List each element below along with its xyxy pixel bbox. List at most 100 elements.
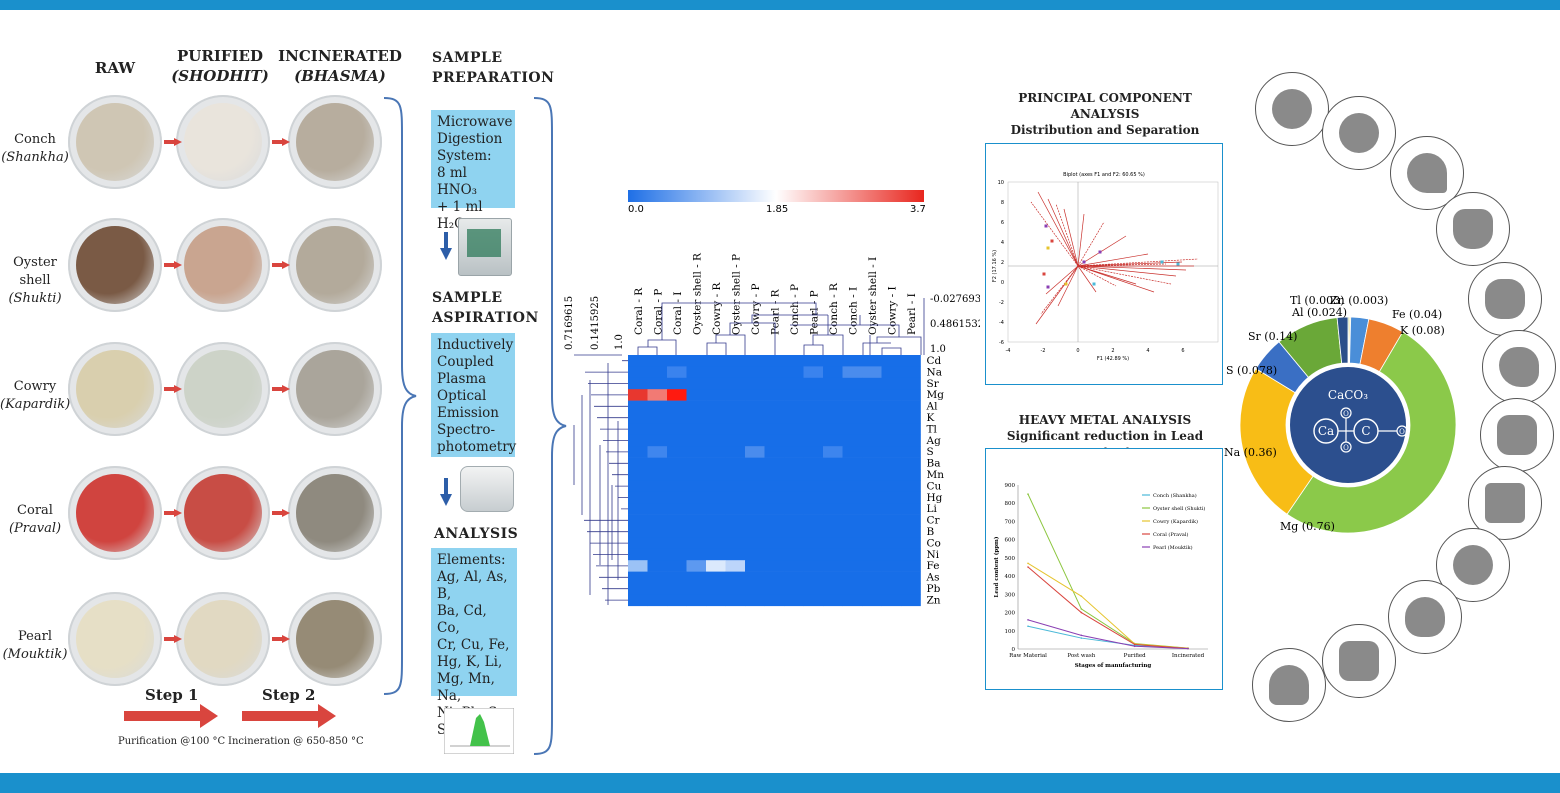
heatmap-cell-5-2 (667, 412, 687, 424)
heatmap-cell-5-7 (764, 412, 785, 424)
lead-xtick-1: Post wash (1067, 653, 1095, 659)
arrow-b-3 (272, 509, 290, 517)
heatmap-row-label-11: Cu (927, 480, 942, 492)
heatmap-cell-12-8 (784, 491, 804, 504)
heatmap-cell-10-10 (823, 469, 843, 481)
heatmap-cell-5-14 (901, 412, 921, 424)
heatmap-cell-15-7 (764, 526, 785, 538)
microwave-line-2: System: (437, 148, 492, 164)
heatmap-cell-20-0 (628, 583, 648, 595)
heatmap-cell-18-0 (628, 560, 648, 572)
heatmap-cell-6-3 (686, 423, 707, 436)
heatmap-cell-0-7 (764, 355, 785, 367)
heatmap-cell-10-7 (764, 469, 785, 481)
pca-ylabel: F2 (17.16 %) (992, 250, 998, 282)
heatmap-cell-3-7 (764, 389, 785, 401)
pca-loading-16 (1077, 265, 1155, 293)
heatmap-col-label-3: Oyster shell - R (691, 252, 703, 335)
heatmap-cell-4-4 (706, 400, 726, 413)
heatmap-cell-8-1 (647, 446, 668, 458)
heatmap-cell-20-14 (901, 583, 921, 595)
heatmap-row-label-2: Sr (927, 378, 940, 390)
heatmap-cell-10-9 (803, 469, 824, 481)
heatmap-cell-0-6 (745, 355, 765, 367)
heatmap-cell-0-5 (725, 355, 746, 367)
heatmap-cell-21-11 (842, 594, 863, 607)
step2-label: Step 2 (262, 686, 316, 704)
heatmap-cell-5-4 (706, 412, 726, 424)
blood-cells-ring (1436, 528, 1510, 602)
heatmap-cell-0-14 (901, 355, 921, 367)
pca-xtick-5: 6 (1181, 348, 1184, 354)
arrow-a-0 (164, 138, 182, 146)
heatmap-cell-18-14 (901, 560, 921, 572)
heatmap-row-label-18: Fe (927, 560, 940, 572)
lead-point-3-2 (1133, 643, 1136, 646)
lead-point-4-1 (1080, 634, 1083, 637)
heatmap-cell-12-14 (901, 491, 921, 504)
heatmap-cell-13-1 (647, 503, 668, 515)
heatmap-cell-10-3 (686, 469, 707, 481)
heatmap-cell-2-14 (901, 377, 921, 390)
heatmap-cell-5-11 (842, 412, 863, 424)
heatmap-row-label-10: Mn (927, 469, 945, 481)
lead-ytick-7: 700 (1005, 519, 1016, 525)
dish-incinerated-1 (288, 218, 382, 312)
heatmap-cell-19-6 (745, 571, 765, 584)
heatmap-cell-12-11 (842, 491, 863, 504)
icp-line-0: Inductively (437, 337, 514, 353)
heatmap-cell-17-13 (881, 548, 902, 561)
heatmap-cell-1-5 (725, 366, 746, 379)
donut-label-6: Zn (0.003) (1330, 294, 1388, 307)
heatmap-cell-13-9 (803, 503, 824, 515)
heatmap-cell-0-9 (803, 355, 824, 367)
heatmap-cell-5-5 (725, 412, 746, 424)
step2-arrow (242, 704, 336, 728)
heatmap-top-dendrogram (637, 302, 922, 355)
heatmap-cell-14-4 (706, 514, 726, 527)
heatmap-cell-19-9 (803, 571, 824, 584)
heatmap-cell-17-2 (667, 548, 687, 561)
heatmap-cell-2-6 (745, 377, 765, 390)
purification-label: Purification @100 °C (118, 736, 226, 747)
lead-series-line-2 (1027, 562, 1189, 649)
sample-aspiration-title: SAMPLE ASPIRATION (432, 290, 539, 326)
heatmap-cell-11-1 (647, 480, 668, 493)
heatmap-col-label-14: Pearl - I (906, 293, 918, 335)
heatmap-cell-20-4 (706, 583, 726, 595)
heatmap-cell-16-0 (628, 537, 648, 550)
lead-legend-label-0: Conch (Shankha) (1153, 492, 1197, 499)
heatmap-cell-16-7 (764, 537, 785, 550)
heatmap-cell-3-3 (686, 389, 707, 401)
row-name-0: Conch (14, 132, 56, 147)
heatmap-cell-16-4 (706, 537, 726, 550)
heatmap-cell-16-3 (686, 537, 707, 550)
heatmap-cell-10-0 (628, 469, 648, 481)
pca-xtick-0: -4 (1006, 348, 1011, 354)
tooth-icon (1453, 209, 1493, 249)
heatmap-cell-4-8 (784, 400, 804, 413)
down-arrow-1 (440, 232, 452, 260)
microwave-line-0: Microwave (437, 114, 513, 130)
header-incinerated: INCINERATED(BHASMA) (278, 47, 402, 85)
heatmap-cell-6-8 (784, 423, 804, 436)
heatmap-cell-9-9 (803, 457, 824, 470)
pca-loading-15 (1077, 265, 1172, 285)
heatmap-cell-10-4 (706, 469, 726, 481)
heatmap-row-label-17: Ni (927, 549, 940, 561)
heatmap-cell-13-10 (823, 503, 843, 515)
sample-raw-1 (76, 226, 154, 304)
heatmap-cell-18-2 (667, 560, 687, 572)
heatmap-cell-13-11 (842, 503, 863, 515)
heatmap-cell-19-5 (725, 571, 746, 584)
heatmap-cell-21-4 (706, 594, 726, 607)
heatmap-cell-4-7 (764, 400, 785, 413)
heatmap-cell-6-4 (706, 423, 726, 436)
dish-purified-4 (176, 592, 270, 686)
heatmap-cell-13-14 (901, 503, 921, 515)
heatmap-cell-9-0 (628, 457, 648, 470)
heatmap-cell-0-3 (686, 355, 707, 367)
heatmap-row-label-21: Zn (927, 594, 941, 606)
heatmap-cell-7-8 (784, 434, 804, 447)
ear-icon (1407, 153, 1447, 193)
